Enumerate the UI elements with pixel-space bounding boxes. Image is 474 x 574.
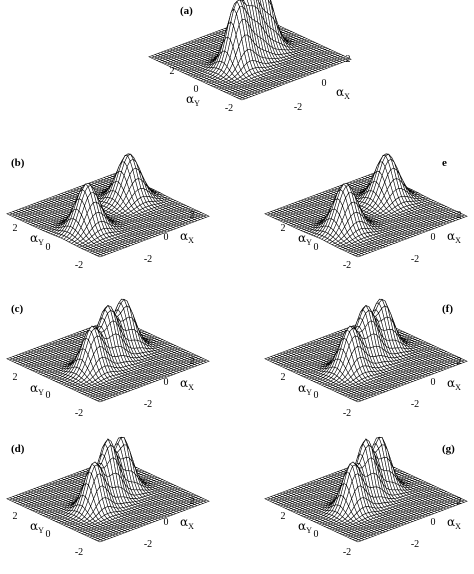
surface-mesh [6, 153, 210, 258]
x-tick-label: 0 [322, 78, 327, 89]
surface-cell [238, 97, 246, 101]
panel-label: (a) [180, 5, 193, 17]
y-tick-label: -2 [75, 260, 83, 271]
surface-panel-3: (c) 2 0 -2 2 0 -2 αX αY [6, 298, 210, 419]
x-tick-label: 2 [190, 210, 195, 221]
y-axis-label: αY [30, 381, 44, 397]
panel-label: (c) [11, 303, 24, 315]
x-tick-label: -2 [144, 254, 152, 265]
y-tick-label: 2 [13, 223, 18, 234]
x-tick-label: 0 [164, 232, 169, 243]
surface-mesh [148, 0, 352, 101]
surface-panel-1: (a) 2 0 -2 2 0 -2 αX αY [148, 0, 352, 114]
x-tick-label: 0 [164, 377, 169, 388]
x-tick-label: 2 [346, 54, 351, 65]
x-tick-label: 2 [190, 356, 195, 367]
y-tick-label: -2 [225, 103, 233, 114]
surface-panel-2: (b) 2 0 -2 2 0 -2 αX αY [6, 153, 210, 271]
y-tick-label: 2 [13, 372, 18, 383]
y-tick-label: -2 [75, 408, 83, 419]
y-tick-label: 0 [194, 84, 199, 95]
x-tick-label: -2 [294, 102, 302, 113]
x-axis-label: αX [180, 376, 194, 392]
y-axis-label: αY [186, 92, 200, 108]
y-axis-label: αY [30, 231, 44, 247]
y-tick-label: 2 [170, 66, 175, 77]
y-tick-label: 0 [46, 242, 51, 253]
x-tick-label: -2 [144, 399, 152, 410]
y-tick-label: 0 [46, 390, 51, 401]
x-axis-label: αX [180, 229, 194, 245]
panel-label: (b) [11, 157, 25, 169]
x-axis-label: αX [336, 85, 350, 101]
